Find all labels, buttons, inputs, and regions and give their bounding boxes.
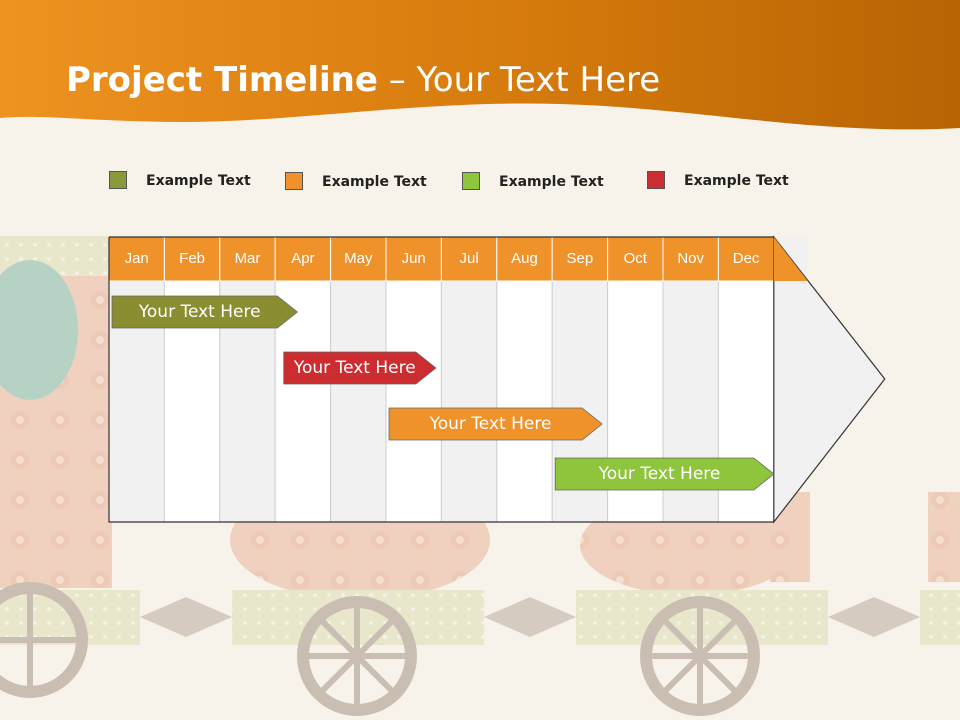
month-label-sep: Sep (566, 250, 594, 267)
task-bar-label: Your Text Here (429, 414, 552, 434)
timeline-frame (108, 236, 774, 523)
month-header-cell (108, 236, 165, 282)
month-label-oct: Oct (623, 250, 647, 267)
task-bar (554, 457, 775, 491)
month-label-apr: Apr (291, 250, 315, 267)
arrow-head (773, 235, 886, 524)
month-label-aug: Aug (511, 250, 538, 267)
task-bar-label: Your Text Here (138, 302, 261, 322)
title-rest: – Your Text Here (377, 60, 661, 100)
legend-swatch (462, 172, 480, 190)
month-column (496, 280, 553, 523)
month-header-cell (440, 236, 498, 282)
month-column (385, 280, 442, 523)
task-bar (111, 295, 299, 329)
month-label-jan: Jan (124, 250, 149, 267)
month-label-jun: Jun (401, 250, 426, 267)
task-bar-label: Your Text Here (598, 464, 721, 484)
month-label-may: May (344, 250, 373, 267)
legend-label: Example Text (322, 174, 427, 190)
task-bar (388, 407, 603, 441)
legend-swatch (109, 171, 127, 189)
title-bold: Project Timeline (66, 60, 378, 100)
task-bar (283, 351, 437, 385)
month-label-nov: Nov (677, 250, 705, 267)
header-band (0, 0, 960, 130)
month-label-jul: Jul (459, 250, 479, 267)
month-label-feb: Feb (179, 250, 206, 267)
legend-label: Example Text (146, 173, 251, 189)
legend-swatch (285, 172, 303, 190)
month-column (440, 280, 498, 523)
legend-label: Example Text (684, 173, 789, 189)
legend-label: Example Text (499, 174, 604, 190)
month-header-cell (274, 236, 332, 282)
month-header-cell (163, 236, 221, 282)
month-header-cell (219, 236, 276, 282)
page-title: Project Timeline – Your Text Here (66, 60, 660, 100)
month-label-mar: Mar (234, 250, 261, 267)
month-header-cell (385, 236, 442, 282)
arrow-head-header (773, 237, 808, 281)
month-header-cell (662, 236, 719, 282)
month-label-dec: Dec (732, 250, 760, 267)
month-column (330, 280, 387, 523)
legend-swatch (647, 171, 665, 189)
month-header-cell (496, 236, 553, 282)
task-bar-label: Your Text Here (293, 358, 416, 378)
